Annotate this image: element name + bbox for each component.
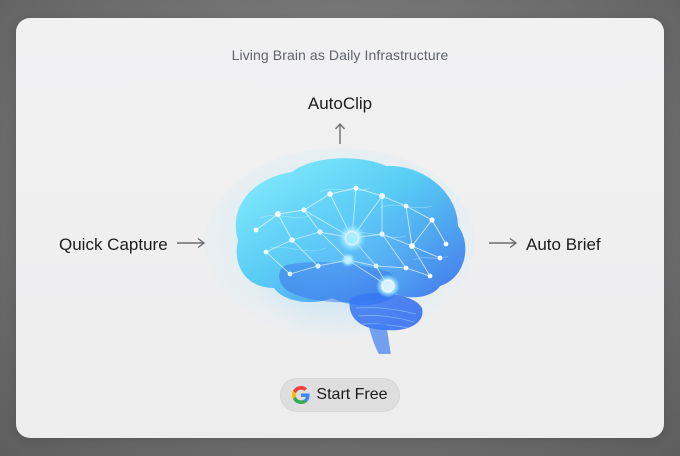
autoclip-label: AutoClip	[307, 94, 373, 113]
start-free-button[interactable]: Start Free	[280, 378, 400, 412]
feature-card: Living Brain as Daily Infrastructure Aut…	[16, 18, 664, 438]
arrow-right-icon	[488, 237, 518, 249]
brain-network-icon	[200, 148, 480, 362]
auto-brief-label: Auto Brief	[526, 235, 601, 254]
google-g-icon	[292, 386, 311, 404]
arrow-up-icon	[334, 121, 346, 145]
card-subtitle: Living Brain as Daily Infrastructure	[231, 47, 449, 63]
arrow-right-icon	[176, 237, 206, 249]
quick-capture-label: Quick Capture	[59, 235, 168, 254]
start-free-label: Start Free	[316, 386, 388, 403]
